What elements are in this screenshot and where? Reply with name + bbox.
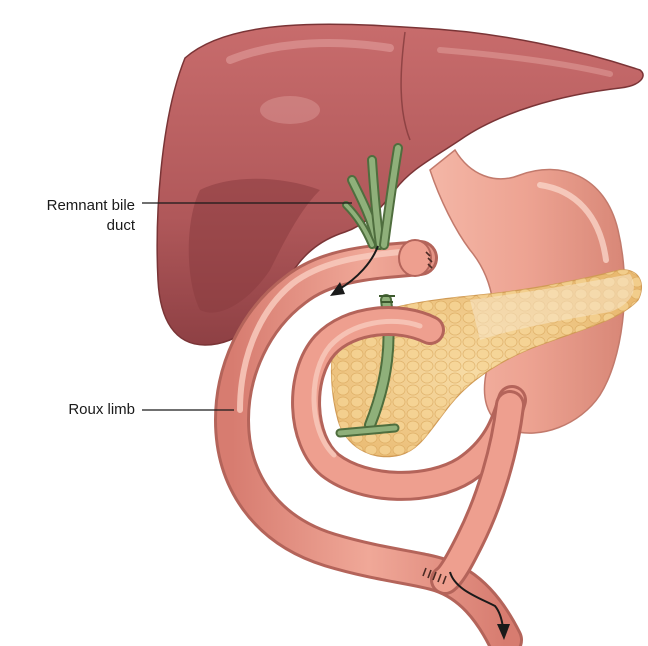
remnant-bile-duct-label: Remnant bile duct (10, 196, 135, 236)
roux-limb-label-text: Roux limb (10, 400, 135, 420)
roux-limb-label: Roux limb (10, 400, 135, 420)
efferent-limb (445, 405, 510, 580)
remnant-bile-duct-label-line1: Remnant bile (10, 196, 135, 216)
remnant-bile-duct-label-line2: duct (10, 216, 135, 236)
